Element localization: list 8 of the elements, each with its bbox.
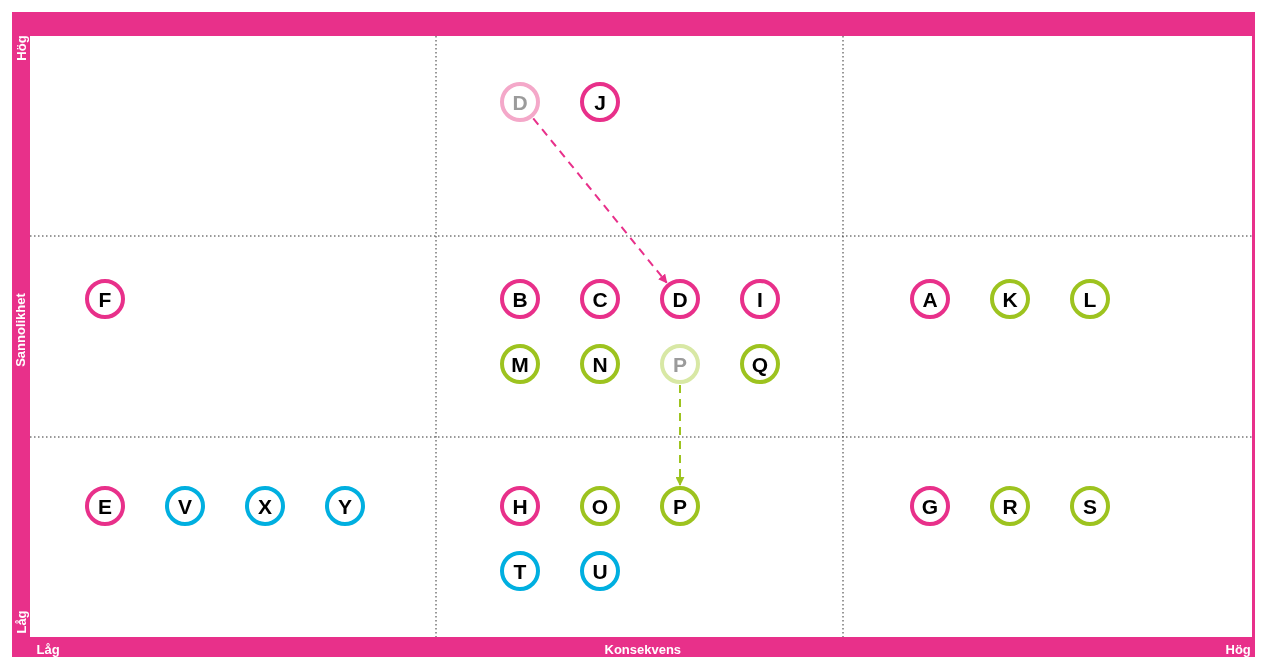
axis-label: Hög xyxy=(14,35,29,61)
axis-title: Sannolikhet xyxy=(13,293,28,367)
axis-title: Konsekvens xyxy=(604,643,682,657)
axis-label: Hög xyxy=(1225,643,1251,657)
axis-label: Låg xyxy=(36,643,60,657)
arrow xyxy=(532,117,668,284)
axis-label: Låg xyxy=(14,610,29,634)
arrow xyxy=(675,384,685,486)
